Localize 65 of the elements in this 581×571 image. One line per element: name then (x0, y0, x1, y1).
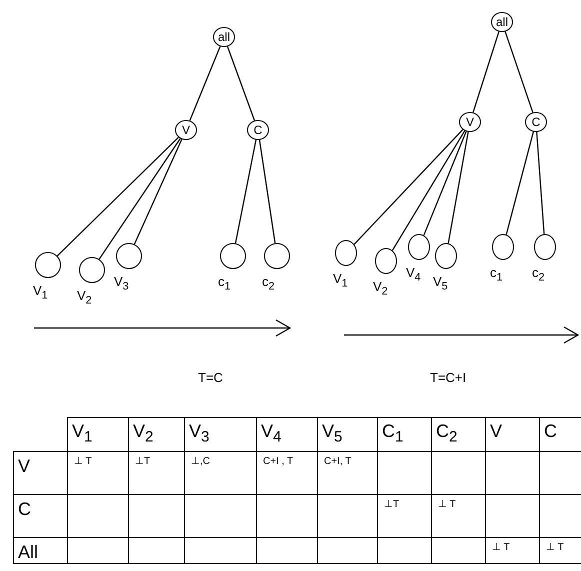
axis-label: T=C (198, 370, 223, 385)
tree-edge (354, 129, 464, 245)
tree-edge (506, 132, 534, 235)
leaf-label: c$_{1}$ (490, 266, 503, 284)
row-header: V (14, 451, 68, 494)
node-circle: V (175, 120, 197, 140)
tree-edge (189, 46, 221, 121)
node-circle: all (491, 12, 513, 32)
tree-edge (258, 140, 276, 244)
column-header: V$_{5}$ (318, 418, 378, 452)
tree-edge (423, 131, 467, 236)
leaf-circle (264, 243, 290, 269)
leaf-circle (435, 243, 457, 269)
tree-edge (536, 132, 545, 234)
table-cell: ⊥ T (68, 451, 128, 494)
column-header: V$_{1}$ (68, 418, 128, 452)
node-circle: all (213, 27, 235, 47)
leaf-label: V$_{2}$ (77, 289, 92, 306)
leaf-circle (35, 252, 61, 278)
node-circle: C (525, 112, 547, 132)
tree-edge (472, 31, 500, 113)
leaf-circle (79, 257, 105, 283)
leaf-circle (375, 248, 397, 274)
tree-edge (448, 132, 469, 244)
row-header: C (14, 494, 68, 538)
leaf-label: V$_{1}$ (333, 272, 348, 290)
leaf-circle (116, 243, 142, 269)
tree-edge (234, 140, 257, 244)
leaf-label: V$_{2}$ (373, 280, 388, 298)
column-header: C$_{2}$ (432, 418, 486, 452)
column-header: V (486, 418, 540, 452)
leaf-label: c$_{2}$ (532, 266, 545, 284)
tree-edge (134, 138, 182, 244)
table-cell: C+I, T (318, 451, 378, 494)
leaf-circle (408, 234, 430, 260)
tree-edge (504, 31, 534, 113)
tree-edge (392, 130, 466, 251)
column-header: C (540, 418, 581, 452)
table-cell: ⊥T (128, 451, 184, 494)
leaf-label: V$_{4}$ (406, 266, 421, 284)
column-header: C$_{1}$ (378, 418, 432, 452)
node-circle: V (459, 112, 481, 132)
leaf-label: V$_{3}$ (114, 275, 129, 292)
leaf-label: V$_{1}$ (33, 284, 48, 302)
leaf-label: c$_{1}$ (218, 275, 231, 292)
axis-label: T=C+I (430, 370, 466, 385)
leaf-label: V$_{5}$ (433, 275, 448, 292)
row-header: All (14, 537, 68, 564)
tree-edge (56, 136, 179, 256)
leaf-circle (220, 243, 246, 269)
column-header: V$_{2}$ (128, 418, 184, 452)
node-circle: C (247, 120, 269, 140)
table-cell: ⊥T (378, 494, 432, 538)
table-cell: ⊥,C (184, 451, 256, 494)
leaf-circle (534, 234, 556, 260)
table-cell: ⊥ T (432, 494, 486, 538)
leaf-circle (492, 234, 514, 260)
column-header: V$_{3}$ (184, 418, 256, 452)
tree-edge (98, 138, 181, 260)
column-header: V$_{4}$ (256, 418, 318, 452)
tree-edge (226, 46, 256, 121)
leaf-label: c$_{2}$ (262, 275, 275, 292)
table-cell: C+I , T (256, 451, 318, 494)
leaf-circle (335, 240, 357, 266)
table-cell: ⊥ T (486, 537, 540, 564)
